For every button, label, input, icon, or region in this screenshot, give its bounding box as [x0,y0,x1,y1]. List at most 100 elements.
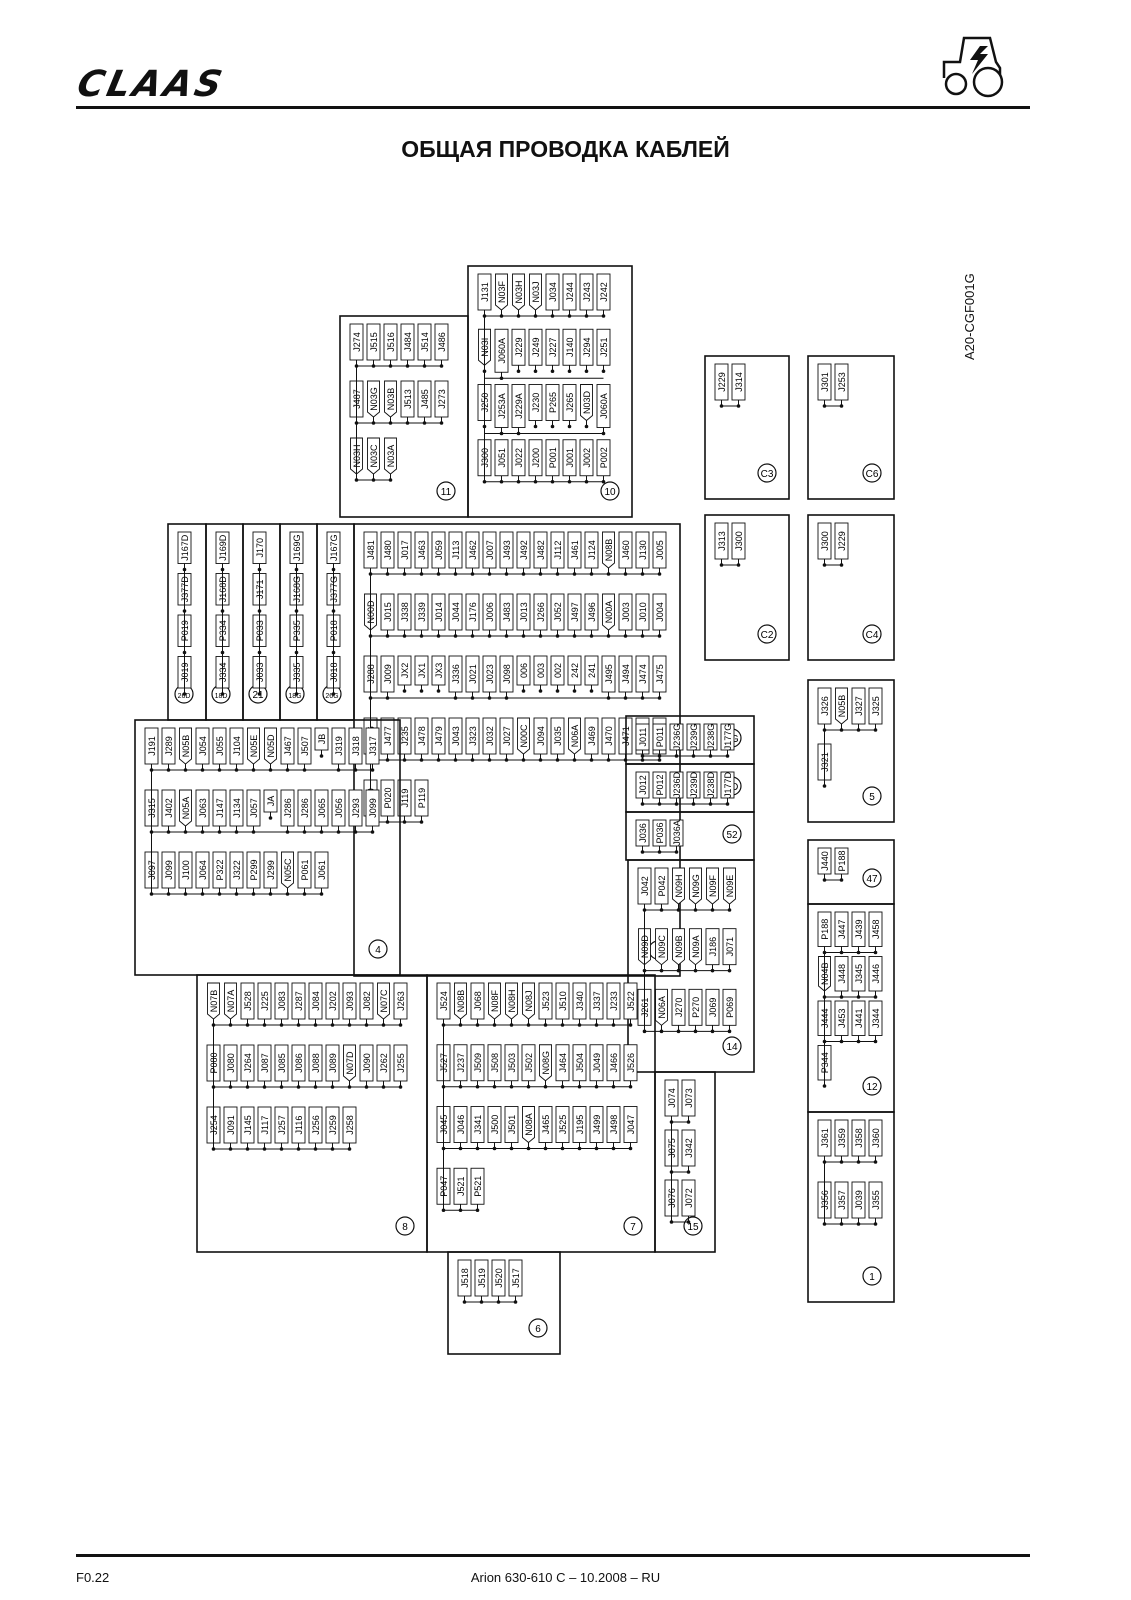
connector-label: J255 [396,1053,406,1073]
connector-tag: J463 [414,531,429,576]
connector-tag: N09F [706,867,719,912]
connector-label: J052 [553,602,563,622]
connector-label: J462 [468,540,478,560]
connector-label: JX1 [417,663,427,679]
connector-tag: J458 [868,911,883,955]
connector-tag: J359 [834,1119,849,1164]
connector-label: J004 [655,602,665,622]
harness-number: 15 [687,1222,699,1233]
connector-label: J042 [640,876,650,896]
connector-tag: J259 [325,1106,340,1151]
connector-label: J082 [362,991,372,1011]
connector-label: J259 [328,1115,338,1135]
connector-label: J060A [497,338,507,364]
connector-label: N07C [379,989,389,1013]
connector-label: J263 [396,991,406,1011]
connector-tag: J034 [545,273,560,318]
connector-tag: J326 [817,687,832,732]
connector-tag: J239G [686,723,701,758]
connector-tag: N08G [539,1044,552,1089]
connector-tag: J485 [417,380,432,425]
connector-label: J238G [706,724,716,751]
harness-number-badge: 4 [368,939,388,959]
connector-label: J047 [626,1115,636,1135]
connector-tag: J073 [681,1079,696,1124]
connector-tag: J060A [494,328,509,381]
connector-label: J227 [548,337,558,357]
connector-label: J359 [837,1128,847,1148]
connector-label: J117 [260,1116,270,1135]
connector-label: J313 [717,531,727,551]
connector-label: P119 [417,788,427,808]
connector-label: J229 [837,531,847,551]
connector-tag: J044 [448,593,463,638]
connector-tag: J448 [834,956,849,999]
connector-label: N05B [837,695,847,718]
connector-tag: J513 [400,380,415,425]
connector-tag: J501 [504,1106,519,1151]
connector-label: J453 [837,1008,847,1028]
connector-tag: P188 [834,847,849,882]
connector-label: N09A [691,935,701,958]
connector-label: J065 [317,798,327,818]
connector-tag: J083 [274,982,289,1027]
harness-number: 12 [866,1082,878,1093]
connector-tag: J357 [834,1181,849,1226]
connector-label: J340 [575,991,585,1011]
connector-label: J325 [871,696,881,716]
connector-tag: J522 [623,982,638,1027]
connector-tag: J225 [257,982,272,1027]
connector-label: J186 [708,937,718,957]
connector-label: N03A [386,445,396,468]
header-rule [76,106,1030,109]
connector-tag: N03F [495,273,508,318]
connector-label: J044 [451,602,461,622]
connector-tag: J010 [635,593,650,638]
connector-label: J469 [587,726,597,746]
connector-label: N09B [674,935,684,958]
harness-21: 21J170J171P033J033 [242,523,281,721]
connector-label: N08H [507,989,517,1012]
connector-tag: N08B [454,982,467,1027]
connector-label: J486 [437,332,447,352]
connector-tag: J195 [572,1106,587,1151]
connector-tag: J072 [681,1179,696,1224]
connector-tag: P188 [817,911,832,955]
connector-label: J477 [383,726,393,746]
connector-tag: JX1 [414,655,429,693]
connector-tag: J011 [635,723,650,758]
connector-label: N09F [708,874,718,897]
connector-label: N06A [657,996,667,1019]
connector-tag: J440 [817,847,832,882]
connector-tag: J036 [635,819,650,854]
connector-tag: J117 [257,1106,272,1151]
connector-tag: J523 [538,982,553,1027]
connector-tag: N07D [343,1044,356,1089]
connector-tag: J091 [223,1106,238,1151]
connector-label: J243 [582,282,592,302]
connector-label: J342 [684,1138,694,1158]
connector-label: J060A [599,393,609,419]
connector-label: J345 [854,964,864,984]
harness-number: 8 [402,1222,408,1233]
connector-label: N05B [181,735,191,758]
harness-number-badge: 15 [683,1216,703,1236]
connector-label: 003 [536,663,546,678]
harness-number: 47 [866,874,878,885]
connector-label: N08J [524,990,534,1011]
connector-label: J169D [218,534,228,561]
connector-label: J360 [871,1128,881,1148]
connector-label: J440 [820,851,830,871]
connector-label: J071 [725,937,735,957]
connector-tag: P001 [545,439,560,484]
connector-label: N03F [497,280,507,303]
connector-label: J317 [368,736,378,756]
connector-label: J093 [345,991,355,1011]
connector-label: P069 [725,997,735,1018]
connector-label: N03G [369,387,379,411]
connector-tag: J342 [681,1129,696,1174]
